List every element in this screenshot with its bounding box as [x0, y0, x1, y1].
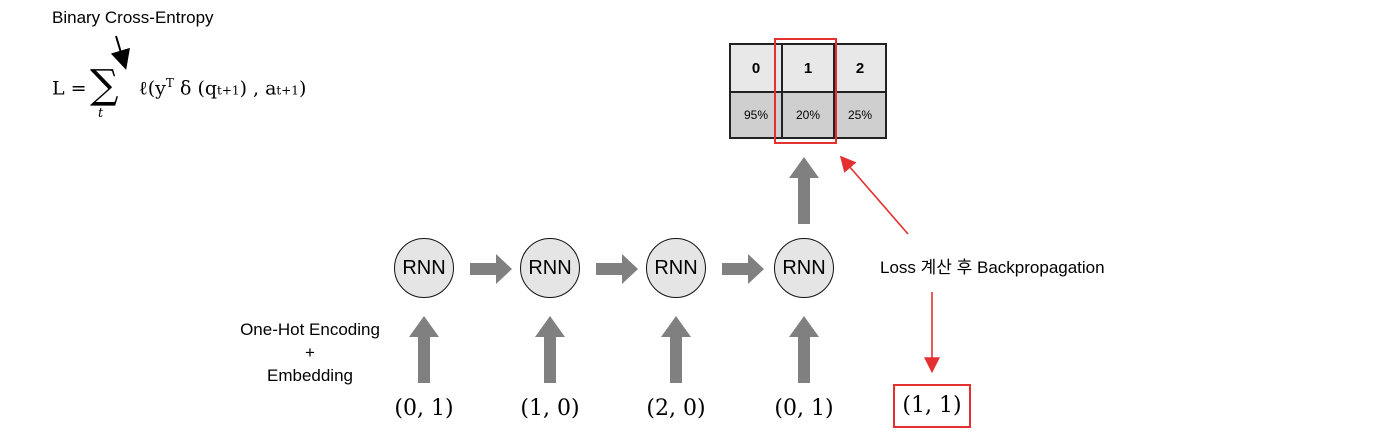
encoding-label-line1: One-Hot Encoding: [240, 320, 380, 339]
input-arrow-4: [789, 316, 819, 383]
encoding-label-line3: Embedding: [266, 366, 353, 385]
input-arrow-2: [535, 316, 565, 383]
rnn-cell-2: RNN: [520, 238, 580, 298]
formula-title: Binary Cross-Entropy: [52, 8, 214, 27]
formula-body-mid: δ (q: [179, 77, 218, 100]
selected-output-highlight: [774, 38, 837, 144]
output-value-row: 95% 20% 25%: [729, 91, 887, 139]
formula-body-end: ): [298, 77, 307, 100]
output-header-2: 2: [833, 43, 887, 93]
input-tuple-1: (0, 1): [394, 396, 454, 421]
input-tuple-2: (1, 0): [520, 396, 580, 421]
target-tuple: (1, 1): [893, 384, 971, 428]
output-value-1: 20%: [781, 91, 835, 139]
rnn-cell-4: RNN: [774, 238, 834, 298]
backprop-arrow: [839, 155, 909, 235]
formula-sup: T: [165, 76, 174, 90]
rnn-cell-3: RNN: [646, 238, 706, 298]
encoding-label-line2: +: [305, 343, 315, 362]
input-tuple-4: (0, 1): [774, 396, 834, 421]
formula-body-pre: ℓ(y: [138, 77, 166, 100]
encoding-label: One-Hot Encoding + Embedding: [230, 318, 390, 387]
rnn-link-arrow-3: [722, 254, 764, 284]
formula-pointer-arrow: [110, 35, 130, 70]
formula-lhs: L =: [52, 77, 87, 100]
rnn-link-arrow-1: [470, 254, 512, 284]
rnn-link-arrow-2: [596, 254, 638, 284]
sum-subscript: t: [98, 106, 104, 121]
output-arrow: [789, 157, 819, 224]
formula-body-mid2: ) , a: [239, 77, 277, 100]
input-arrow-1: [409, 316, 439, 383]
formula-sub2: t+1: [276, 83, 299, 98]
output-header-1: 1: [781, 43, 835, 93]
output-value-2: 25%: [833, 91, 887, 139]
rnn-cell-1: RNN: [394, 238, 454, 298]
input-arrow-3: [661, 316, 691, 383]
input-tuple-3: (2, 0): [646, 396, 706, 421]
formula-sub1: t+1: [217, 83, 240, 98]
loss-backprop-label: Loss 계산 후 Backpropagation: [880, 258, 1105, 277]
